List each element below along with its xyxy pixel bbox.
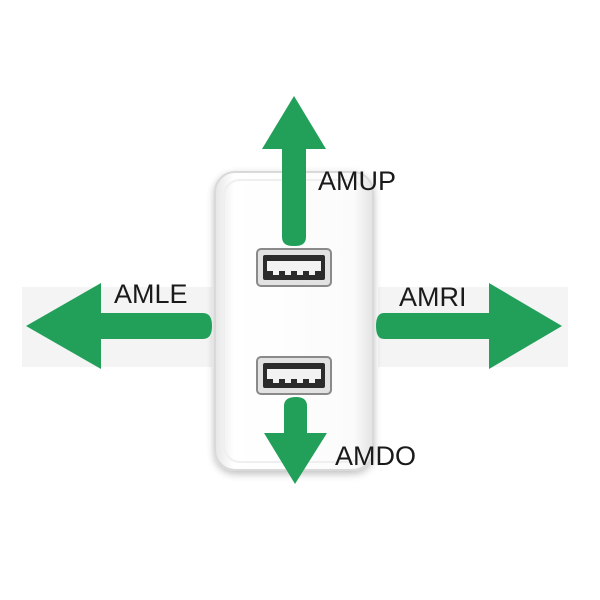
usb-port-bottom — [256, 356, 332, 395]
arrow-down-icon — [264, 397, 327, 484]
label-up: AMUP — [318, 166, 396, 196]
label-left: AMLE — [114, 279, 188, 309]
usb-port-top — [256, 248, 332, 287]
arrow-up-icon — [262, 96, 326, 246]
arrow-left-icon — [26, 283, 212, 369]
label-down: AMDO — [335, 441, 416, 471]
arrow-right-icon — [376, 283, 562, 369]
label-right: AMRI — [399, 282, 467, 312]
